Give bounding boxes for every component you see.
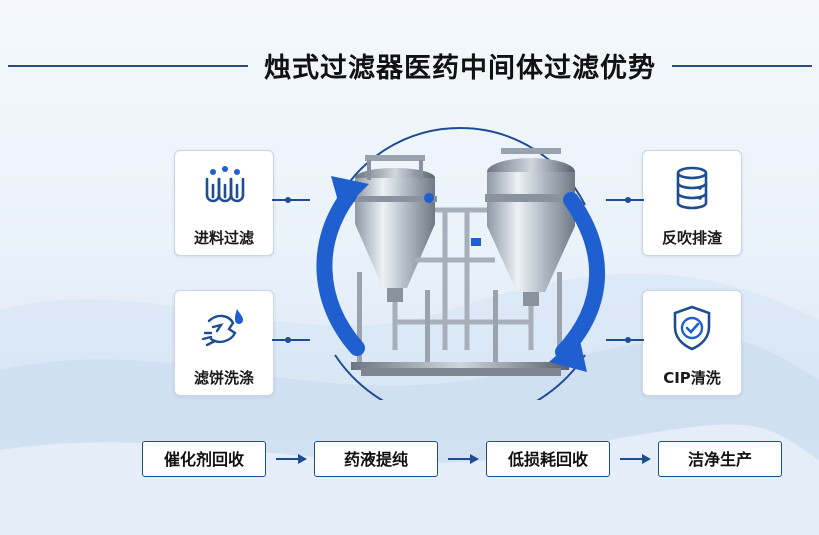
card-feed-filter: 进料过滤 bbox=[174, 150, 274, 256]
connector-backflush bbox=[606, 197, 644, 203]
cycle-arrow-right-head bbox=[549, 336, 587, 372]
skid-frame bbox=[351, 272, 569, 376]
right-vessel bbox=[471, 148, 577, 306]
feed-filter-icon bbox=[205, 166, 245, 203]
title-rule-right bbox=[672, 65, 812, 67]
connector-feed bbox=[272, 197, 310, 203]
connector-wash bbox=[272, 337, 310, 343]
flow-arrow-icon bbox=[448, 454, 479, 464]
cycle-arrow-left-head bbox=[331, 176, 369, 212]
flow-step-clean-production: 洁净生产 bbox=[658, 441, 782, 477]
shield-check-icon bbox=[673, 305, 711, 351]
card-cip-clean: CIP清洗 bbox=[642, 290, 742, 396]
cycle-arrow-left-body bbox=[316, 187, 365, 356]
flow-step-low-loss-recovery: 低损耗回收 bbox=[486, 441, 610, 477]
card-backflush: 反吹排渣 bbox=[642, 150, 742, 256]
flow-arrow-icon bbox=[276, 454, 307, 464]
card-label: CIP清洗 bbox=[663, 369, 721, 387]
card-label: 进料过滤 bbox=[193, 229, 254, 247]
cake-wash-icon bbox=[201, 309, 243, 347]
card-label: 滤饼洗涤 bbox=[193, 369, 254, 387]
title-rule-left bbox=[8, 65, 248, 67]
card-label: 反吹排渣 bbox=[661, 229, 722, 247]
candle-filter-illustration bbox=[316, 127, 605, 400]
connector-cip bbox=[606, 337, 644, 343]
database-stack-icon bbox=[676, 166, 708, 210]
title-bar: 烛式过滤器医药中间体过滤优势 bbox=[0, 40, 819, 90]
card-cake-wash: 滤饼洗涤 bbox=[174, 290, 274, 396]
page-title: 烛式过滤器医药中间体过滤优势 bbox=[264, 53, 656, 84]
cycle-arrow-right-body bbox=[555, 192, 605, 360]
flow-step-purification: 药液提纯 bbox=[314, 441, 438, 477]
flow-step-catalyst-recovery: 催化剂回收 bbox=[142, 441, 266, 477]
ring-arc-bottom bbox=[334, 354, 586, 400]
piping bbox=[392, 207, 534, 350]
flow-arrow-icon bbox=[620, 454, 651, 464]
left-vessel bbox=[353, 155, 437, 302]
